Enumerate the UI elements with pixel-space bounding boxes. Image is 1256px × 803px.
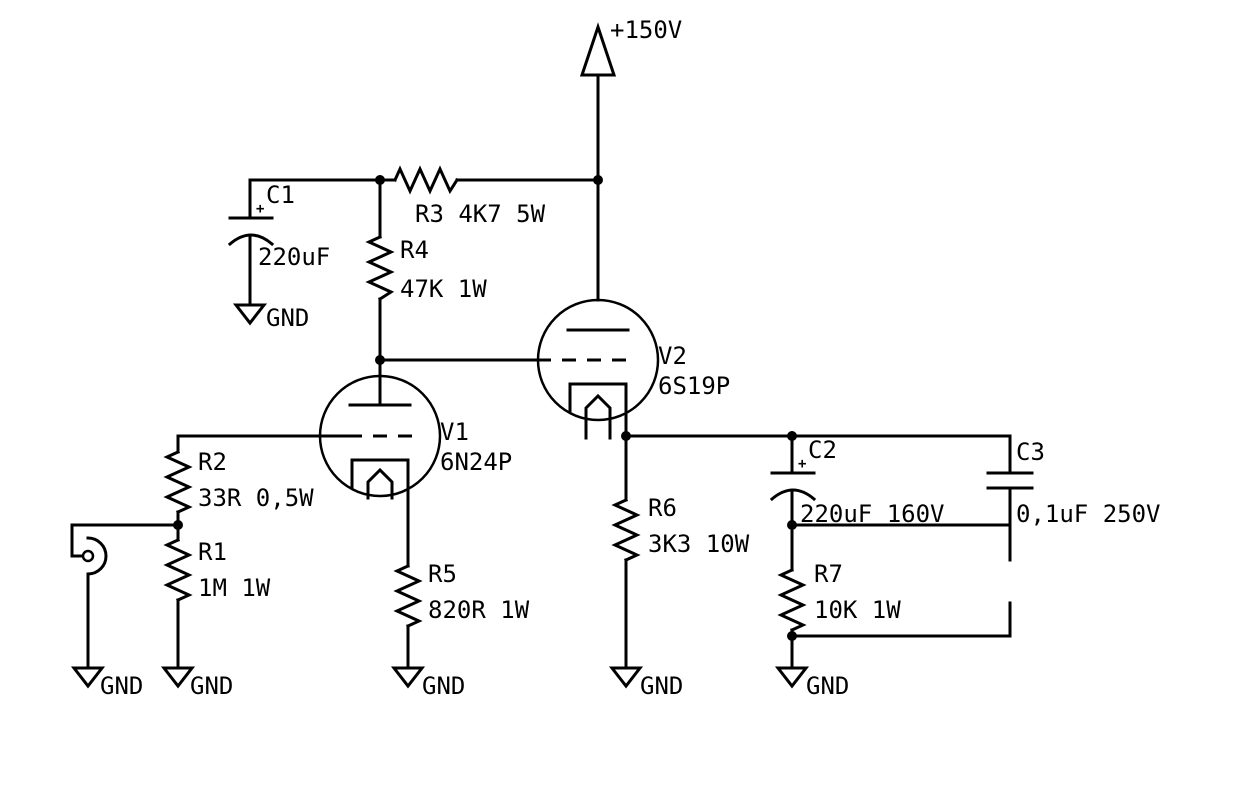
capacitor-c3 <box>986 434 1034 638</box>
v2-type: 6S19P <box>658 372 730 400</box>
capacitor-c2 <box>769 434 817 572</box>
r4-value: 47K 1W <box>400 275 487 303</box>
resistor-r3 <box>393 165 460 195</box>
gnd-label: GND <box>190 672 233 700</box>
capacitor-c1 <box>227 178 275 307</box>
ground-symbol-r6 <box>608 666 644 689</box>
r2-ref: R2 <box>198 448 227 476</box>
resistor-r4 <box>365 235 395 302</box>
r6-ref: R6 <box>648 494 677 522</box>
ground-symbol-jack <box>70 666 106 689</box>
resistor-r1 <box>163 538 193 602</box>
gnd-label: GND <box>266 304 309 332</box>
supply-label: +150V <box>610 16 682 44</box>
gnd-label: GND <box>422 672 465 700</box>
c2-polarity-mark: + <box>798 456 806 472</box>
v1-type: 6N24P <box>440 448 512 476</box>
ground-symbol-r7 <box>774 666 810 689</box>
r5-ref: R5 <box>428 560 457 588</box>
c1-ref: C1 <box>266 181 295 209</box>
r7-ref: R7 <box>814 560 843 588</box>
resistor-r7 <box>777 568 807 632</box>
gnd-label: GND <box>640 672 683 700</box>
wires-top-rail <box>248 178 600 302</box>
resistor-r6 <box>611 498 641 562</box>
input-jack <box>70 523 180 670</box>
c2-ref: C2 <box>808 436 837 464</box>
ground-symbol-r5 <box>390 666 426 689</box>
r5-value: 820R 1W <box>428 596 530 624</box>
resistor-r5 <box>393 564 423 628</box>
junction-dot <box>593 175 603 185</box>
r1-ref: R1 <box>198 538 227 566</box>
c1-polarity-mark: + <box>256 201 264 217</box>
c3-ref: C3 <box>1016 438 1045 466</box>
r4-ref: R4 <box>400 236 429 264</box>
tube-v2 <box>536 298 660 440</box>
r3-label: R3 4K7 5W <box>415 200 546 228</box>
supply-arrow <box>579 22 617 182</box>
r2-value: 33R 0,5W <box>198 484 314 512</box>
c2-value: 220uF 160V <box>800 500 945 528</box>
v2-ref: V2 <box>658 342 687 370</box>
gnd-label: GND <box>806 672 849 700</box>
resistor-r2 <box>163 450 193 514</box>
ground-symbol-c1 <box>232 303 268 326</box>
r6-value: 3K3 10W <box>648 530 750 558</box>
v1-ref: V1 <box>440 418 469 446</box>
r1-value: 1M 1W <box>198 574 271 602</box>
c1-value: 220uF <box>258 243 330 271</box>
r7-value: 10K 1W <box>814 596 901 624</box>
gnd-label: GND <box>100 672 143 700</box>
c3-value: 0,1uF 250V <box>1016 500 1161 528</box>
ground-symbol-r1 <box>160 666 196 689</box>
